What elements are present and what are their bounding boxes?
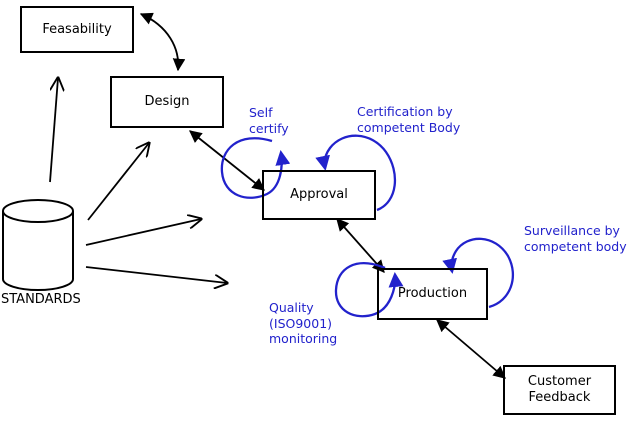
edge-standards-production (85, 266, 227, 283)
node-customer-feedback[interactable]: Customer Feedback (503, 365, 616, 415)
node-production[interactable]: Production (377, 268, 488, 320)
edge-standards-feasability (49, 78, 58, 183)
annotation-certification-by-competent-body: Certification by competent Body (357, 104, 461, 135)
node-feasability[interactable]: Feasability (20, 6, 134, 53)
annotation-self-certify: Self certify (249, 105, 289, 136)
node-feasability-label: Feasability (42, 21, 112, 37)
node-design-label: Design (144, 94, 190, 109)
node-production-label: Production (397, 286, 468, 301)
edge-feasability-design (139, 12, 186, 72)
loop-certification (315, 134, 397, 212)
loop-quality-monitoring (334, 262, 404, 318)
standards-cylinder-shape (1, 199, 74, 291)
edge-standards-approval (85, 219, 201, 246)
loop-self-certify (220, 137, 291, 199)
edge-approval-production (336, 218, 385, 273)
node-approval[interactable]: Approval (262, 170, 376, 220)
node-standards-label: STANDARDS (1, 292, 81, 307)
node-customer-feedback-label: Customer Feedback (527, 374, 592, 405)
edge-production-customer-feedback (436, 319, 506, 379)
edge-standards-design (87, 143, 149, 221)
edge-design-approval (189, 130, 265, 191)
annotation-quality-iso9001-monitoring: Quality (ISO9001) monitoring (269, 300, 338, 346)
node-approval-label: Approval (290, 187, 348, 202)
node-design[interactable]: Design (110, 76, 224, 128)
loop-surveillance (442, 237, 515, 309)
annotation-surveillance-by-competent-body: Surveillance by competent body (524, 223, 627, 254)
